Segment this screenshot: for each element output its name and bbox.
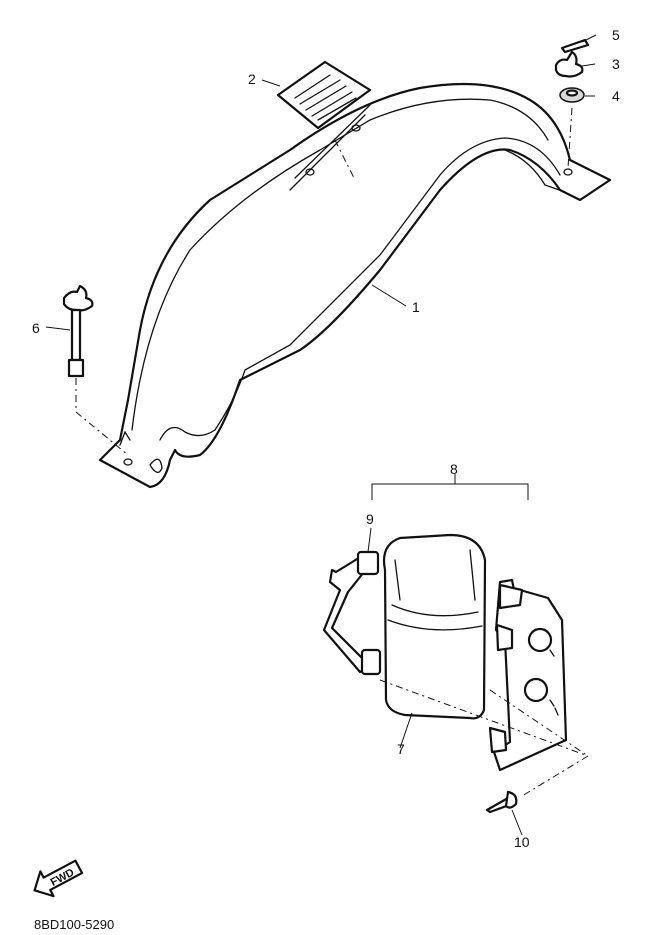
fender xyxy=(98,82,612,489)
callout-10: 10 xyxy=(514,834,530,850)
part-code: 8BD100-5290 xyxy=(34,917,114,932)
forward-label: FWD xyxy=(49,867,77,889)
callout-8: 8 xyxy=(450,461,458,477)
strap-band xyxy=(322,550,382,676)
holder-bracket xyxy=(488,578,568,772)
wing-bolt xyxy=(62,284,94,378)
label-sticker xyxy=(276,60,372,181)
callout-2: 2 xyxy=(248,71,256,87)
callout-5: 5 xyxy=(612,27,620,43)
callout-9: 9 xyxy=(366,511,374,527)
assembly-bracket-leader xyxy=(371,474,529,500)
callout-7: 7 xyxy=(397,741,405,757)
leader-lines xyxy=(45,34,597,836)
container-bottle xyxy=(382,533,487,720)
callout-numbers: 1 2 3 4 5 6 7 8 9 10 xyxy=(32,27,620,850)
washer xyxy=(559,87,585,103)
rivet-pin xyxy=(485,790,518,814)
callout-6: 6 xyxy=(32,320,40,336)
cotter-pin xyxy=(560,38,590,54)
callout-4: 4 xyxy=(612,88,620,104)
forward-arrow-icon: FWD xyxy=(33,859,84,898)
wing-nut xyxy=(554,50,584,78)
callout-3: 3 xyxy=(612,56,620,72)
callout-1: 1 xyxy=(412,299,420,315)
